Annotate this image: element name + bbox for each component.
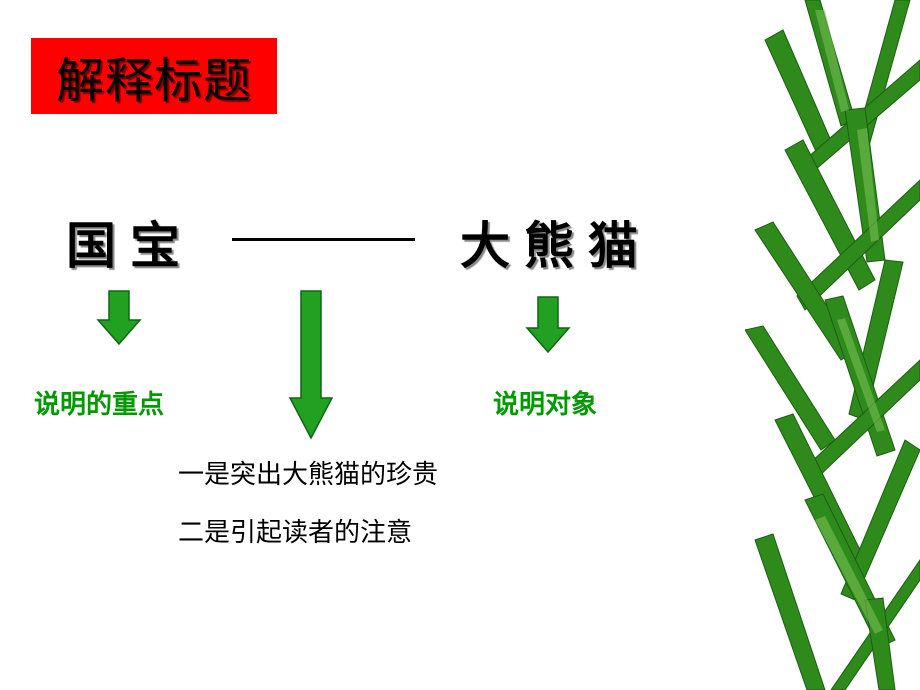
title-box: 解释标题 — [31, 38, 277, 114]
down-arrow-long-icon — [288, 290, 334, 440]
bamboo-decoration-icon — [745, 0, 920, 690]
slide-title: 解释标题 — [55, 53, 252, 109]
down-arrow-right-icon — [525, 296, 571, 354]
heading-dash-divider — [232, 238, 415, 241]
down-arrow-icon — [96, 290, 142, 346]
heading-left: 国宝 — [66, 217, 194, 275]
point-2: 二是引起读者的注意 — [178, 518, 413, 548]
label-object: 说明对象 — [493, 390, 598, 420]
heading-right: 大熊猫 — [460, 217, 652, 275]
point-1: 一是突出大熊猫的珍贵 — [178, 460, 439, 490]
label-focus: 说明的重点 — [34, 390, 165, 420]
